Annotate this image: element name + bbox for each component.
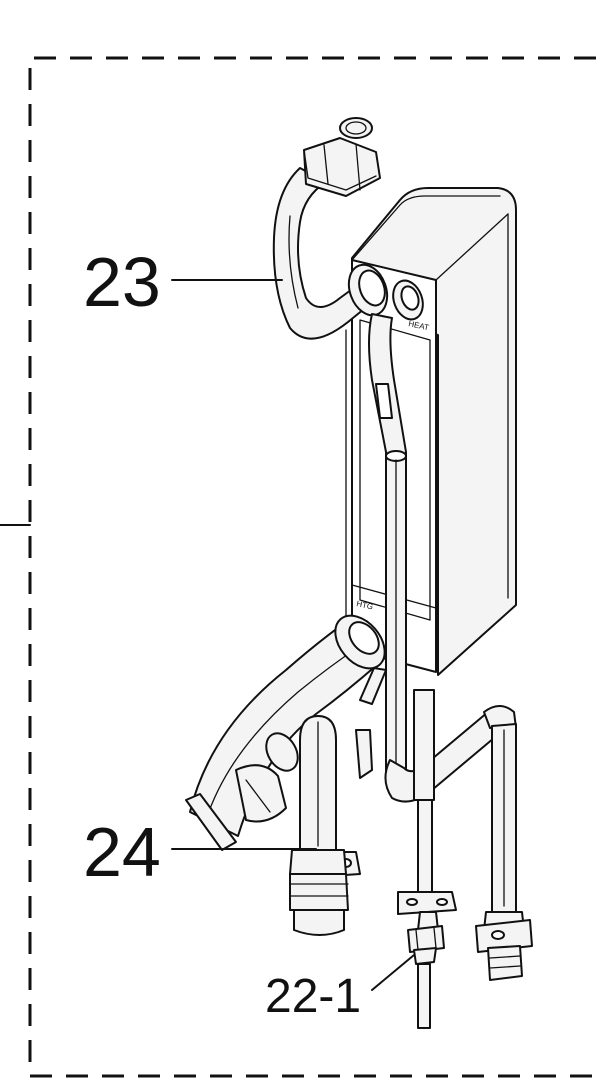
pipe-23 [272, 117, 424, 340]
probe-22-1 [397, 799, 457, 1029]
callout-22-1: 22-1 [265, 970, 361, 1023]
sensor-pipe [368, 313, 407, 781]
callout-24: 24 [83, 813, 161, 891]
leader-22-1 [371, 954, 415, 991]
callout-23: 23 [83, 243, 161, 321]
lower-pipe-network [355, 667, 533, 981]
plate-heat-exchanger: HEAT HTG [345, 187, 517, 676]
heat-marking: HEAT [408, 319, 430, 332]
htg-marking: HTG [356, 599, 374, 611]
hose-24 [185, 614, 386, 936]
